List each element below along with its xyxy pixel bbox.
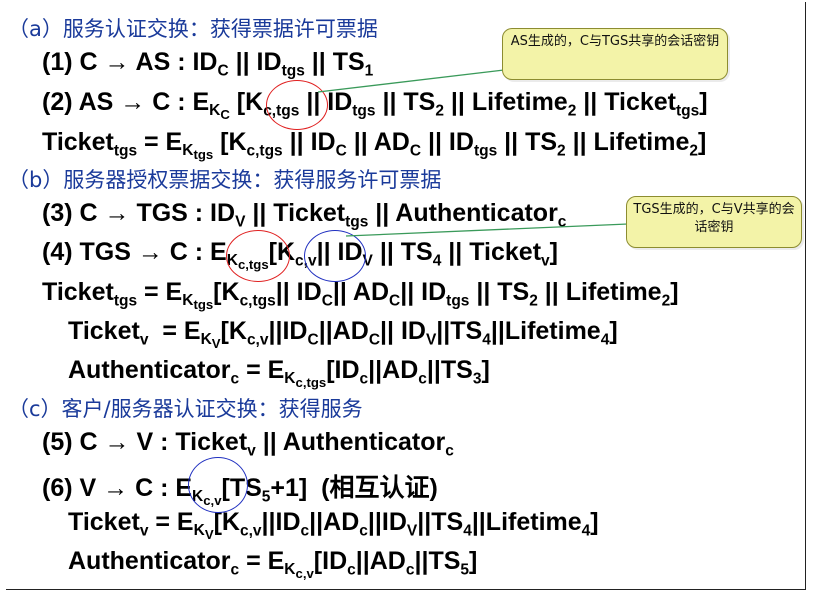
formula-1: (1) C → AS : IDC || IDtgs || TS1 <box>42 48 374 80</box>
formula-6-authenticator: Authenticatorc = EKc,v[IDc||ADc||TS5] <box>68 547 478 582</box>
formula-2-ticket-tgs: Tickettgs = EKtgs [Kc,tgs || IDC || ADC … <box>42 128 707 163</box>
slide-frame <box>6 2 806 590</box>
highlight-ekctgs-circle <box>226 230 290 282</box>
highlight-kctgs-circle <box>266 80 328 130</box>
callout-tgs-session-key: TGS生成的，C与V共享的会话密钥 <box>626 196 802 248</box>
formula-6-ticket-v: Ticketv = EKV[Kc,v||IDc||ADc||IDV||TS4||… <box>68 508 599 543</box>
formula-5: (5) C → V : Ticketv || Authenticatorc <box>42 428 454 460</box>
highlight-ekcv-circle <box>188 457 248 513</box>
formula-4-authenticator: Authenticatorc = EKc,tgs[IDc||ADc||TS3] <box>68 356 490 391</box>
formula-4-ticket-tgs: Tickettgs = EKtgs[Kc,tgs|| IDC|| ADC|| I… <box>42 278 679 313</box>
heading-a: （a）服务认证交换：获得票据许可票据 <box>8 17 378 41</box>
formula-3: (3) C → TGS : IDV || Tickettgs || Authen… <box>42 199 567 231</box>
formula-6: (6) V → C : EKc,v[TS5+1] (相互认证) <box>42 474 438 509</box>
heading-b: （b）服务器授权票据交换：获得服务许可票据 <box>8 168 442 192</box>
callout-as-session-key: AS生成的，C与TGS共享的会话密钥 <box>502 28 728 80</box>
highlight-kcv-circle <box>304 230 366 282</box>
formula-4-ticket-v: Ticketv = EKV[Kc,v||IDC||ADC|| IDV||TS4|… <box>68 317 618 352</box>
heading-c: （c）客户/服务器认证交换：获得服务 <box>8 397 363 421</box>
